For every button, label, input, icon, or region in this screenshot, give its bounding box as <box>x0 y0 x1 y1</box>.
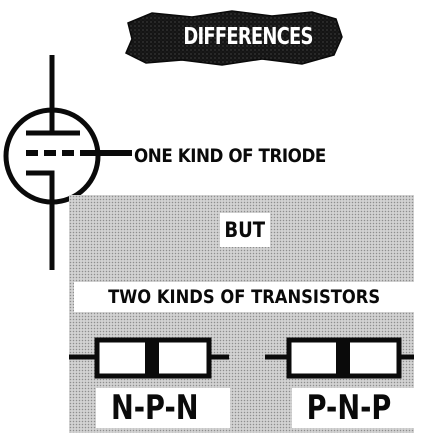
but-text: BUT <box>224 218 266 242</box>
triode-label: ONE KIND OF TRIODE <box>134 145 326 167</box>
pnp-label-text: P-N-P <box>306 388 392 428</box>
diagram-title: DIFFERENCES <box>183 24 313 50</box>
pnp-transistor-symbol <box>265 337 414 379</box>
triode-symbol <box>3 55 132 270</box>
npn-transistor-symbol <box>69 337 229 379</box>
transistor-symbols <box>69 337 414 379</box>
pnp-label: P-N-P <box>292 388 416 428</box>
title-banner <box>125 10 343 66</box>
transistor-heading: TWO KINDS OF TRANSISTORS <box>74 282 414 312</box>
transistor-heading-text: TWO KINDS OF TRANSISTORS <box>107 286 380 308</box>
npn-label-text: N-P-N <box>110 388 199 428</box>
npn-label: N-P-N <box>96 388 230 428</box>
but-label: BUT <box>220 213 270 247</box>
